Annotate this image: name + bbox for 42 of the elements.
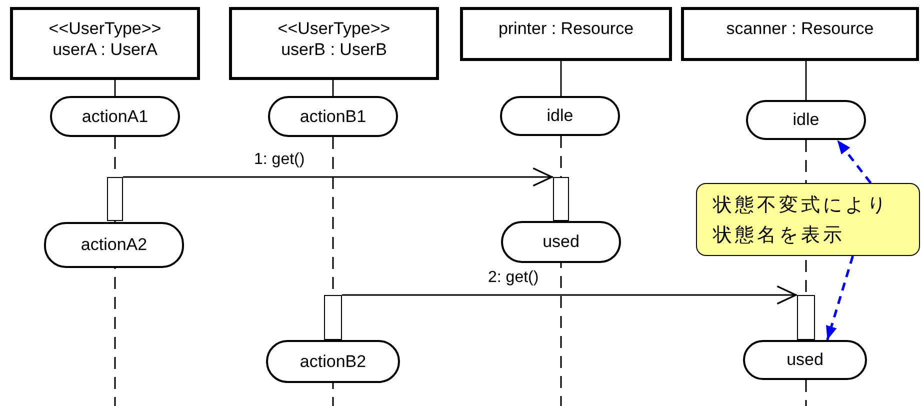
activation-bar (324, 295, 342, 340)
state-label: idle (546, 106, 574, 126)
state-node (266, 340, 400, 383)
state-label: idle (792, 110, 820, 130)
lifeline (805, 61, 807, 100)
object-label: printer : Resource (498, 18, 634, 39)
object-label: <<UserType>> (48, 18, 162, 39)
state-node (500, 96, 620, 136)
edge-label: 2: get() (487, 269, 540, 287)
object-box (681, 7, 919, 61)
arrow (836, 139, 872, 184)
edge-label: 1: get() (253, 151, 306, 169)
object-box (229, 7, 439, 80)
state-node (44, 222, 184, 268)
arrow (826, 256, 854, 340)
object-box (10, 7, 200, 80)
object-label: userB : UserB (281, 39, 387, 60)
state-node (50, 96, 180, 137)
state-label: used (786, 350, 824, 370)
state-label: actionA1 (82, 106, 148, 126)
state-node (501, 221, 621, 263)
lifeline (332, 80, 334, 96)
object-label: userA : UserA (52, 39, 158, 60)
lifeline (560, 61, 562, 96)
state-label: actionB2 (300, 352, 366, 372)
arrow (342, 285, 797, 305)
state-label: used (542, 232, 580, 252)
state-node (746, 100, 866, 140)
object-label: scanner : Resource (726, 18, 874, 39)
activation-bar (553, 177, 569, 221)
activation-bar (797, 295, 815, 340)
state-node (743, 340, 867, 380)
state-label: actionA2 (80, 235, 148, 255)
object-label: <<UserType>> (278, 18, 390, 39)
note-text: 状態不変式により状態名を表示 (713, 192, 890, 248)
note-box (696, 183, 920, 256)
state-label: actionB1 (300, 106, 366, 126)
activation-bar (107, 177, 123, 221)
object-box (460, 7, 672, 61)
state-node (268, 96, 398, 137)
arrow (123, 167, 553, 187)
lifeline (114, 80, 116, 96)
